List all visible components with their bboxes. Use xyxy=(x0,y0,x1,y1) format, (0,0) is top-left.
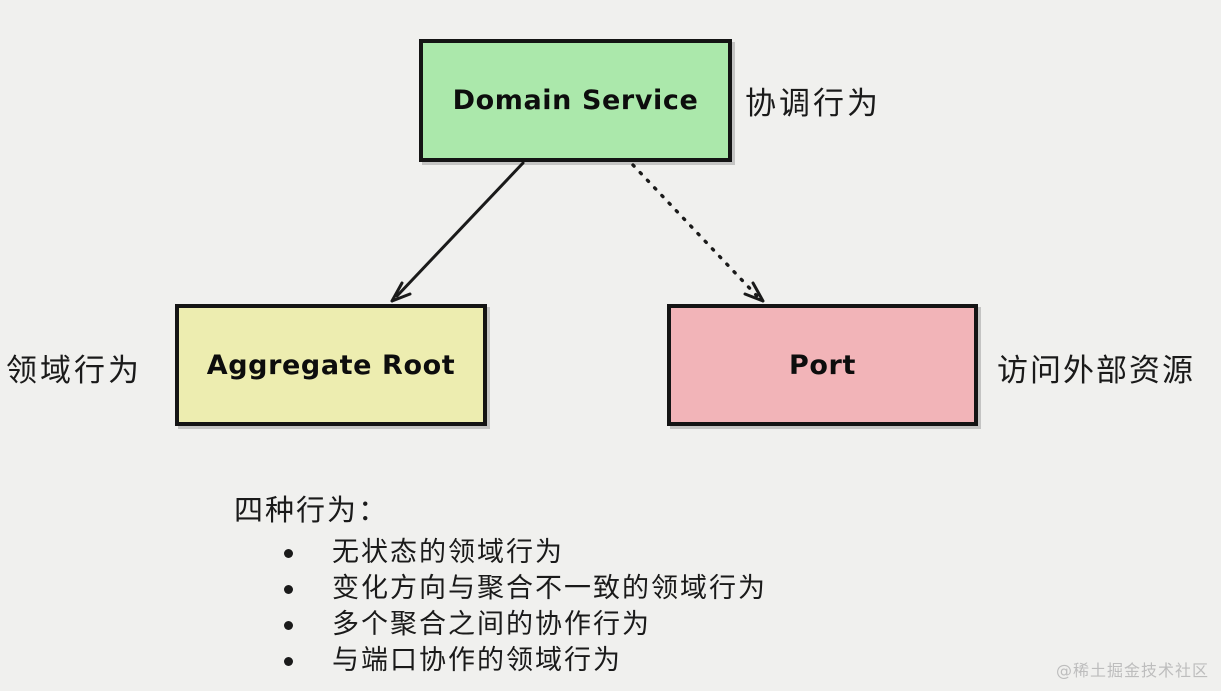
note-block: 四种行为： 无状态的领域行为 变化方向与聚合不一致的领域行为 多个聚合之间的协作… xyxy=(234,487,874,679)
note-list-item-label: 无状态的领域行为 xyxy=(332,537,564,568)
edge-service-to-aggregate xyxy=(390,161,525,303)
node-domain-service[interactable]: Domain Service xyxy=(419,39,732,162)
bullet-icon xyxy=(284,585,293,594)
note-list-item: 与端口协作的领域行为 xyxy=(284,643,874,679)
edge-service-to-port xyxy=(631,163,765,303)
node-port[interactable]: Port xyxy=(667,304,978,426)
note-list-item-label: 多个聚合之间的协作行为 xyxy=(332,609,651,640)
node-aggregate-root[interactable]: Aggregate Root xyxy=(175,304,487,426)
node-port-label: Port xyxy=(789,349,856,381)
note-list-item: 多个聚合之间的协作行为 xyxy=(284,607,874,643)
annotation-domain-behavior: 领域行为 xyxy=(6,353,142,389)
note-list-item: 变化方向与聚合不一致的领域行为 xyxy=(284,571,874,607)
bullet-icon xyxy=(284,621,293,630)
note-list-item-label: 变化方向与聚合不一致的领域行为 xyxy=(332,573,767,604)
note-list: 无状态的领域行为 变化方向与聚合不一致的领域行为 多个聚合之间的协作行为 与端口… xyxy=(234,535,874,679)
note-title: 四种行为： xyxy=(234,493,390,527)
watermark: @稀土掘金技术社区 xyxy=(1055,661,1209,680)
node-domain-service-label: Domain Service xyxy=(452,85,699,116)
bullet-icon xyxy=(284,657,293,666)
annotation-coordinate-behavior: 协调行为 xyxy=(745,86,881,122)
node-aggregate-root-label: Aggregate Root xyxy=(206,349,456,381)
bullet-icon xyxy=(284,549,293,558)
annotation-external-resource-access: 访问外部资源 xyxy=(997,353,1195,389)
note-list-item-label: 与端口协作的领域行为 xyxy=(332,645,622,676)
note-list-item: 无状态的领域行为 xyxy=(284,535,874,571)
